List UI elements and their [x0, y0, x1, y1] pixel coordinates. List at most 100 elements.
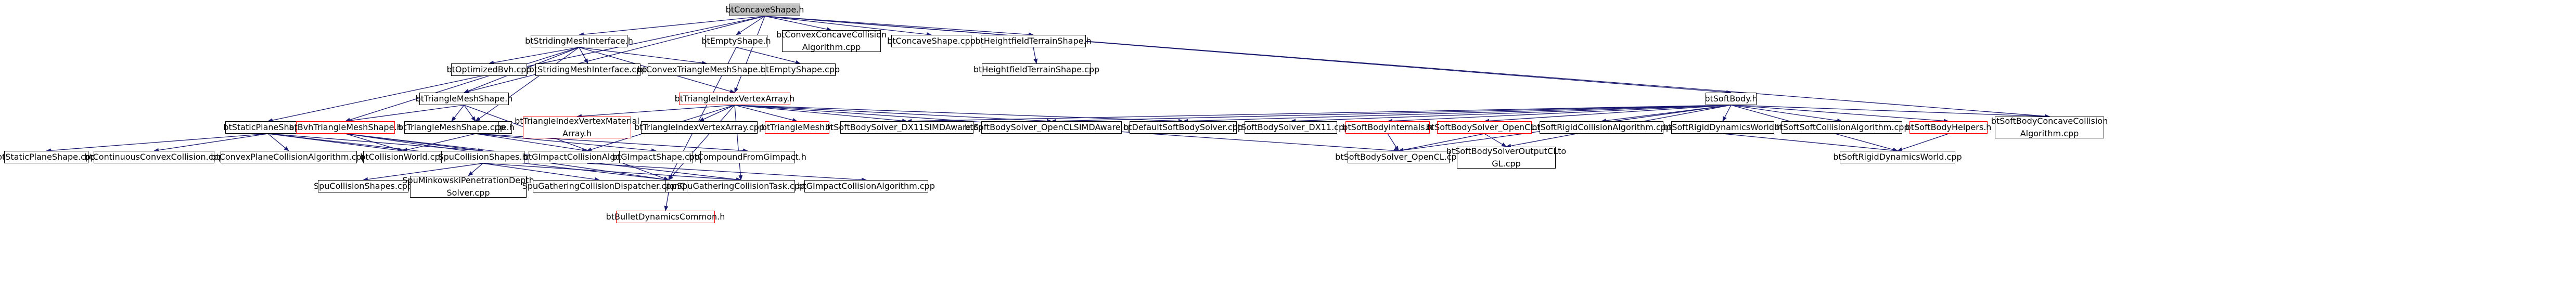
edge-stridingmesh_h-to-stridingmesh_cpp	[579, 47, 588, 64]
edge-spucolshapes_h-to-sputask_cpp	[482, 163, 741, 182]
edge-root-to-trimesh_h	[464, 16, 765, 94]
node-collision-world-cpp[interactable]: btCollisionWorld.cpp	[360, 151, 445, 163]
edge-group	[46, 16, 2050, 211]
node-solver-dx11-cpp[interactable]: btSoftBodySolver_DX11.cpp	[1233, 121, 1349, 134]
node-triangle-index-vertex-array-h[interactable]: btTriangleIndexVertexArray.h	[675, 93, 794, 105]
node-bvh-triangle-mesh-shape-h[interactable]: btBvhTriangleMeshShape.h	[289, 121, 402, 134]
node-continuous-convex-collision-cpp[interactable]: btContinuousConvexCollision.cpp	[84, 151, 224, 163]
node-soft-body-helpers-h[interactable]: btSoftBodyHelpers.h	[1906, 121, 1991, 134]
node-gimpact-collision-algo-cpp[interactable]: btGImpactCollisionAlgorithm.cpp	[798, 180, 935, 192]
node-heightfield-h[interactable]: btHeightfieldTerrainShape.h	[975, 35, 1092, 47]
node-solver-output-cl-to-gl-cpp[interactable]: btSoftBodySolverOutputCLto GL.cpp	[1446, 146, 1567, 169]
edge-bulletcommon_h-to-bulletdyn_h	[664, 192, 669, 211]
node-static-plane-shape-cpp[interactable]: btStaticPlaneShape.cpp	[0, 151, 96, 163]
node-spu-gathering-dispatcher-cpp[interactable]: SpuGatheringCollisionDispatcher.cpp	[522, 180, 676, 192]
edge-root-to-empty_h	[736, 16, 765, 35]
edge-triidxvtx_h-to-dx11simd_cpp	[734, 105, 907, 123]
node-triangle-material-array-h[interactable]: btTriangleIndexVertexMaterial Array.h	[515, 116, 639, 138]
edge-sbinternals_h-to-opencl_cpp	[1387, 133, 1399, 151]
node-soft-rigid-dynamics-world-h[interactable]: btSoftRigidDynamicsWorld.h	[1663, 121, 1782, 134]
edge-root-to-sbconcave_cpp	[764, 16, 2050, 119]
edge-softbody_h-to-opencl_h	[1484, 105, 1732, 123]
edge-spucolshapes_h-to-spucolshapes_cpp	[363, 163, 483, 182]
node-spu-gathering-task-cpp[interactable]: SpuGatheringCollisionTask.cpp	[677, 180, 805, 192]
node-solver-opencl-h[interactable]: btSoftBodySolver_OpenCL.h	[1426, 121, 1543, 134]
edge-triidxvtx_h-to-openclsimd_cpp	[734, 105, 1052, 123]
node-convex-concave-algo-cpp[interactable]: btConvexConcaveCollision Algorithm.cpp	[776, 30, 887, 52]
edge-staticplane_h-to-spucolshapes_h	[267, 133, 483, 153]
edge-triidxvtx_h-to-bulletcommon_h	[668, 105, 735, 181]
edge-triidxvtx_h-to-defaultsolver_cpp	[734, 105, 1184, 123]
edge-root-to-triidxvtx_h	[734, 16, 765, 93]
edge-root-to-concave_cpp	[764, 16, 932, 36]
edge-softbody_h-to-sbinternals_h	[1387, 105, 1732, 123]
edge-triidxvtx_h-to-trianglemesh_h	[734, 105, 798, 122]
edge-opencl_h-to-opencl_cpp	[1398, 133, 1485, 152]
node-empty-shape-h[interactable]: btEmptyShape.h	[701, 35, 771, 47]
edge-softbody_h-to-softsoft_cpp	[1731, 105, 1842, 123]
edge-spucolshapes_h-to-spuminkowski_cpp	[468, 163, 483, 176]
node-triangle-index-vertex-array-cpp[interactable]: btTriangleIndexVertexArray.cpp	[634, 121, 764, 134]
node-soft-body-concave-algo-cpp[interactable]: btSoftBodyConcaveCollision Algorithm.cpp	[1991, 116, 2108, 138]
edge-root-to-heightfield_h	[764, 16, 1034, 37]
edge-softbody_h-to-defaultsolver_cpp	[1183, 105, 1732, 123]
node-solver-opencl-simd-cpp[interactable]: btSoftBodySolver_OpenCLSIMDAware.cpp	[965, 121, 1138, 134]
node-optimized-bvh-cpp[interactable]: btOptimizedBvh.cpp	[446, 63, 532, 76]
node-soft-rigid-collision-algo-cpp[interactable]: btSoftRigidCollisionAlgorithm.cpp	[1532, 121, 1671, 134]
node-convex-triangle-mesh-cpp[interactable]: btConvexTriangleMeshShape.cpp	[637, 63, 776, 76]
edge-gimpact_h-to-compound_cpp	[475, 133, 748, 153]
node-soft-soft-collision-algo-cpp[interactable]: btSoftSoftCollisionAlgorithm.cpp	[1774, 121, 1909, 134]
edge-stridingmesh_h-to-bvhtrimesh_h	[345, 47, 580, 122]
edge-root-to-convexconcave_cpp	[764, 16, 832, 32]
node-heightfield-cpp[interactable]: btHeightfieldTerrainShape.cpp	[973, 63, 1099, 76]
edge-staticplane_h-to-staticplane_cpp	[46, 133, 268, 153]
edge-gimpact_h-to-gimpactshape_cpp	[475, 133, 657, 153]
edge-trimesh_h-to-gimpact_h	[464, 105, 476, 122]
edge-stridingmesh_h-to-optbvh_cpp	[489, 47, 580, 65]
node-default-soft-body-solver-cpp[interactable]: btDefaultSoftBodySolver.cpp	[1123, 121, 1243, 134]
edge-stridingmesh_h-to-convextrimesh_cpp	[579, 47, 707, 65]
node-concave-shape-cpp[interactable]: btConcaveShape.cpp	[887, 35, 976, 47]
edge-softbody_h-to-sbhelpers_h	[1731, 105, 1949, 123]
node-root: btConcaveShape.h	[726, 4, 804, 16]
edge-softbody_h-to-rigiddynworld_h	[1722, 105, 1732, 122]
edge-gimpactalgo_h-to-gimpactalgo_cpp	[586, 163, 867, 182]
node-solver-dx11-simd-cpp[interactable]: btSoftBodySolver_DX11SIMDAware.cpp	[825, 121, 989, 134]
node-triangle-mesh-shape-h[interactable]: btTriangleMeshShape.h	[416, 93, 512, 105]
edge-sbhelpers_h-to-rigiddynworld_cpp	[1897, 133, 1949, 151]
edge-triidxvtx_h-to-trimaterial_h	[576, 105, 735, 119]
edge-softbody_h-to-dx11simd_cpp	[906, 105, 1732, 123]
node-gimpact-shape-cpp[interactable]: btGImpactShape.cpp	[612, 151, 700, 163]
node-triangle-mesh-shape-cpp[interactable]: btTriangleMeshShape.cpp	[398, 121, 505, 134]
node-bullet-dynamics-common-h[interactable]: btBulletDynamicsCommon.h	[606, 211, 725, 223]
node-spu-collision-shapes-cpp[interactable]: SpuCollisionShapes.cpp	[314, 180, 413, 192]
edge-rigiddynworld_h-to-rigiddynworld_cpp	[1722, 133, 1898, 153]
edge-staticplane_h-to-contconvex_cpp	[153, 133, 268, 152]
edge-trimesh_h-to-trimeshshape_cpp	[451, 105, 465, 122]
node-soft-body-internals-h[interactable]: btSoftBodyInternals.h	[1342, 121, 1433, 134]
edge-gimpact_h-to-colworld_cpp	[402, 133, 476, 152]
node-solver-opencl-cpp[interactable]: btSoftBodySolver_OpenCL.cpp	[1335, 151, 1462, 163]
edge-empty_h-to-emptyshape_cpp	[736, 47, 801, 65]
edge-trimesh_h-to-bvhtrimesh_h	[345, 105, 465, 123]
node-spu-minkowski-solver-cpp[interactable]: SpuMinkowskiPenetrationDepth Solver.cpp	[402, 175, 534, 198]
edge-root-to-stridingmesh_h	[579, 16, 765, 37]
node-striding-mesh-interface-cpp[interactable]: btStridingMeshInterface.cpp	[529, 63, 647, 76]
node-compound-from-gimpact-h[interactable]: btCompoundFromGimpact.h	[689, 151, 806, 163]
edge-spucolshapes_h-to-spudispatcher_cpp	[482, 163, 600, 182]
edge-opencl_h-to-openclgl_cpp	[1484, 133, 1507, 147]
edge-softbody_h-to-dx11_cpp	[1290, 105, 1732, 123]
node-triangle-mesh-h[interactable]: btTriangleMesh.h	[762, 121, 832, 134]
edge-bvhtrimesh_h-to-colworld_cpp	[345, 133, 403, 152]
node-soft-body-h[interactable]: btSoftBody.h	[1704, 93, 1758, 105]
edge-heightfield_h-to-heightfield_cpp	[1033, 47, 1038, 64]
node-striding-mesh-interface-h[interactable]: btStridingMeshInterface.h	[525, 35, 633, 47]
node-convex-plane-algo-cpp[interactable]: btConvexPlaneCollisionAlgorithm.cpp	[211, 151, 367, 163]
edge-gimpact_h-to-gimpactalgo_h	[475, 133, 587, 152]
node-spu-collision-shapes-h[interactable]: SpuCollisionShapes.h	[438, 151, 528, 163]
edge-triidxvtx_h-to-triidxvtx_cpp	[699, 105, 735, 122]
edge-staticplane_h-to-convexplane_cpp	[267, 133, 289, 151]
node-soft-rigid-dynamics-world-cpp[interactable]: btSoftRigidDynamicsWorld.cpp	[1833, 151, 1962, 163]
node-empty-shape-cpp[interactable]: btEmptyShape.cpp	[761, 63, 840, 76]
